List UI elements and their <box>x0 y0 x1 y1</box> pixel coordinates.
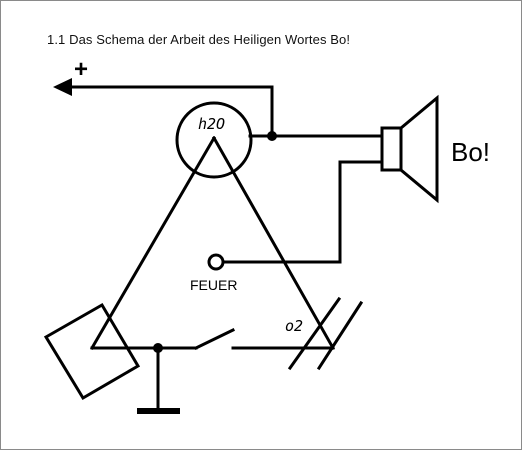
switch-lever <box>193 327 236 351</box>
output-arrow-icon <box>53 78 72 96</box>
speaker-cone-icon <box>399 94 439 204</box>
feuer-wire <box>221 160 384 264</box>
bo-label: Bo! <box>451 137 490 167</box>
h2o-circle <box>175 101 253 179</box>
h2o-label: h2O <box>198 115 225 133</box>
junction-dot <box>267 131 277 141</box>
o2-label: o2 <box>285 317 303 335</box>
speaker-magnet <box>380 126 403 172</box>
diagram-title: 1.1 Das Schema der Arbeit des Heiligen W… <box>47 32 351 47</box>
triangle-right-side <box>211 135 336 351</box>
plus-label: + <box>74 56 88 83</box>
feuer-label: FEUER <box>190 277 237 293</box>
o2-plate-left <box>287 296 342 371</box>
output-wire <box>68 85 274 138</box>
triangle-left-side <box>89 135 217 351</box>
o2-plate-right <box>316 300 364 371</box>
rotated-square <box>43 302 141 401</box>
feuer-terminal <box>207 253 225 271</box>
